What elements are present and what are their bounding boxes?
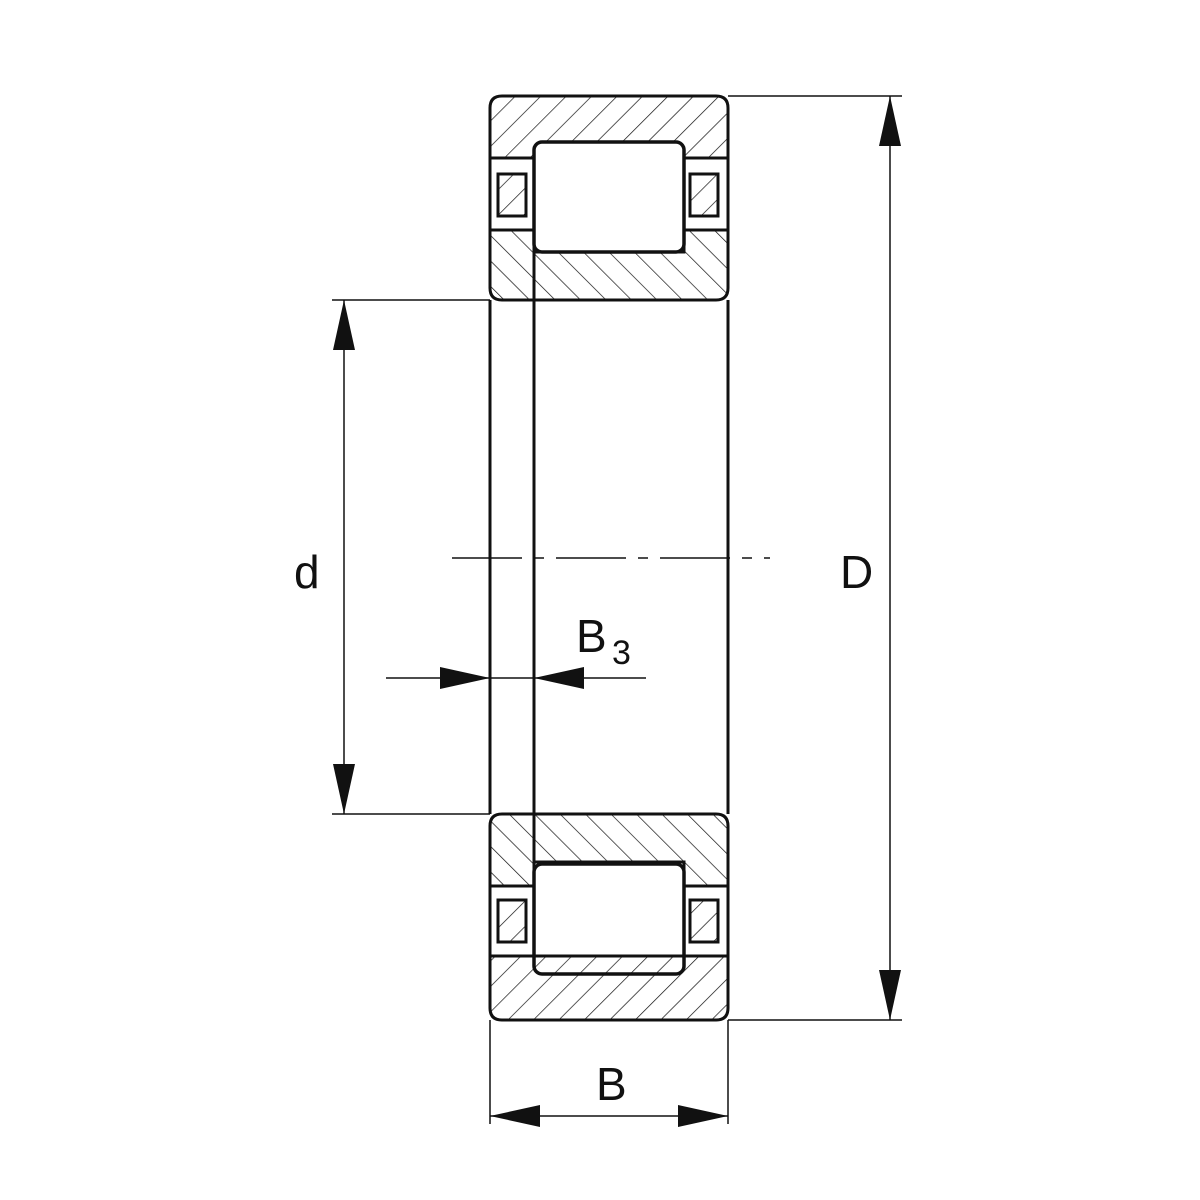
top-bearing-section: [488, 94, 730, 302]
cage-left-top: [496, 172, 528, 218]
cage-right-bottom: [688, 898, 720, 944]
dimension-inner-ring-width: B 3: [386, 610, 646, 689]
inner-ring-bottom: [488, 812, 730, 888]
label-inner-ring-width-subscript: 3: [612, 634, 631, 672]
dimension-width: B: [489, 1020, 729, 1127]
dimension-bore-diameter: d: [294, 299, 490, 815]
roller-top: [532, 140, 686, 254]
outer-ring-bottom: [488, 954, 730, 1022]
dimension-outer-diameter: D: [728, 95, 902, 1021]
label-inner-ring-width: B: [576, 610, 607, 662]
label-bore-diameter: d: [294, 546, 320, 598]
label-width: B: [596, 1058, 627, 1110]
cage-left-bottom: [496, 898, 528, 944]
bottom-bearing-section: [488, 812, 730, 1022]
inner-ring-top: [488, 228, 730, 302]
label-outer-diameter: D: [840, 546, 873, 598]
bore-lines: [488, 300, 730, 814]
cage-right-top: [688, 172, 720, 218]
